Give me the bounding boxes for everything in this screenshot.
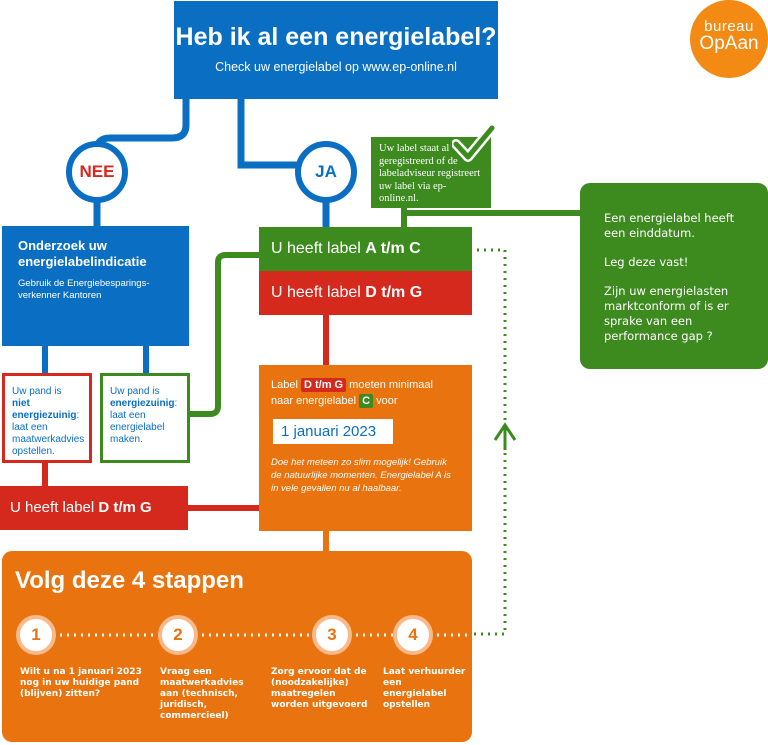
einddatum-p3: Zijn uw energielasten marktconform of is… — [604, 284, 729, 343]
step-4-circle: 4 — [393, 615, 433, 655]
niet-pre: Uw pand is — [12, 386, 62, 397]
label-ac-box: U heeft label A t/m C — [259, 227, 472, 271]
label-ac-pre: U heeft label — [271, 240, 366, 257]
tag-dg: D t/m G — [300, 378, 347, 392]
niet-energiezuinig-box: Uw pand is niet energiezuinig: laat een … — [2, 373, 92, 463]
wel-post: : laat een energielabel maken. — [110, 398, 178, 445]
ja-circle: JA — [295, 141, 357, 203]
step-1-text: Wilt u na 1 januari 2023 nog in uw huidi… — [20, 667, 142, 699]
minimal-line2-pre: naar energielabel — [271, 395, 360, 407]
einddatum-box: Een energielabel heeft een einddatum. Le… — [580, 183, 768, 369]
label-dg-bold: D t/m G — [365, 284, 423, 301]
minimal-line2: naar energielabel C voor — [271, 393, 460, 409]
page-title: Heb ik al een energielabel? — [175, 23, 497, 51]
wel-bold: energiezuinig — [110, 398, 175, 409]
deadline-date: 1 januari 2023 — [273, 419, 393, 444]
step-4-text: Laat verhuurder een energielabel opstell… — [383, 667, 466, 710]
minimal-line1: Label D t/m G moeten minimaal — [271, 377, 460, 393]
tag-c: C — [359, 394, 374, 408]
step-3-circle: 3 — [312, 615, 352, 655]
niet-post: : laat een maatwerkadvies opstellen. — [12, 410, 85, 457]
energiezuinig-box: Uw pand is energiezuinig: laat een energ… — [100, 373, 190, 463]
label-dg-pre: U heeft label — [271, 284, 366, 301]
einddatum-p1: Een energielabel heeft een einddatum. — [604, 211, 735, 240]
onderzoek-heading: Onderzoek uw energielabelindicatie — [18, 238, 147, 269]
wel-pre: Uw pand is — [110, 386, 160, 397]
title-box: Heb ik al een energielabel? Check uw ene… — [174, 1, 498, 99]
niet-bold: niet energiezuinig — [12, 398, 77, 421]
steps-box — [2, 551, 472, 742]
onderzoek-sub: Gebruik de Energiebesparings-verkenner K… — [18, 278, 150, 301]
step-3-text: Zorg ervoor dat de (noodzakelijke) maatr… — [271, 667, 368, 710]
label-dg-left-bold: D t/m G — [98, 499, 152, 516]
onderzoek-box: Onderzoek uw energielabelindicatie Gebru… — [2, 226, 189, 346]
label-dg-box: U heeft label D t/m G — [259, 271, 472, 315]
step-2-circle: 2 — [158, 615, 198, 655]
nee-circle: NEE — [66, 141, 128, 203]
einddatum-p2: Leg deze vast! — [604, 255, 689, 269]
logo-line1: bureau — [704, 18, 754, 35]
logo-line2: OpAan — [699, 33, 759, 54]
step-1-circle: 1 — [16, 615, 56, 655]
checkmark-icon — [452, 124, 496, 162]
minimal-mid: moeten minimaal — [346, 379, 433, 391]
page-subtitle: Check uw energielabel op www.ep-online.n… — [215, 60, 457, 74]
label-dg-left-box: U heeft label D t/m G — [0, 486, 188, 530]
minimal-line2-post: voor — [373, 395, 398, 407]
minimal-label-box: Label D t/m G moeten minimaal naar energ… — [259, 365, 472, 531]
step-2-text: Vraag een maatwerkadvies aan (technisch,… — [160, 667, 244, 721]
bureau-opaan-logo: bureau OpAan — [690, 0, 768, 78]
minimal-pre: Label — [271, 379, 301, 391]
minimal-italic: Doe het meteen zo slim mogelijk! Gebruik… — [271, 457, 451, 494]
label-ac-bold: A t/m C — [365, 240, 421, 257]
label-dg-left-pre: U heeft label — [10, 499, 99, 516]
steps-title: Volg deze 4 stappen — [15, 567, 244, 594]
